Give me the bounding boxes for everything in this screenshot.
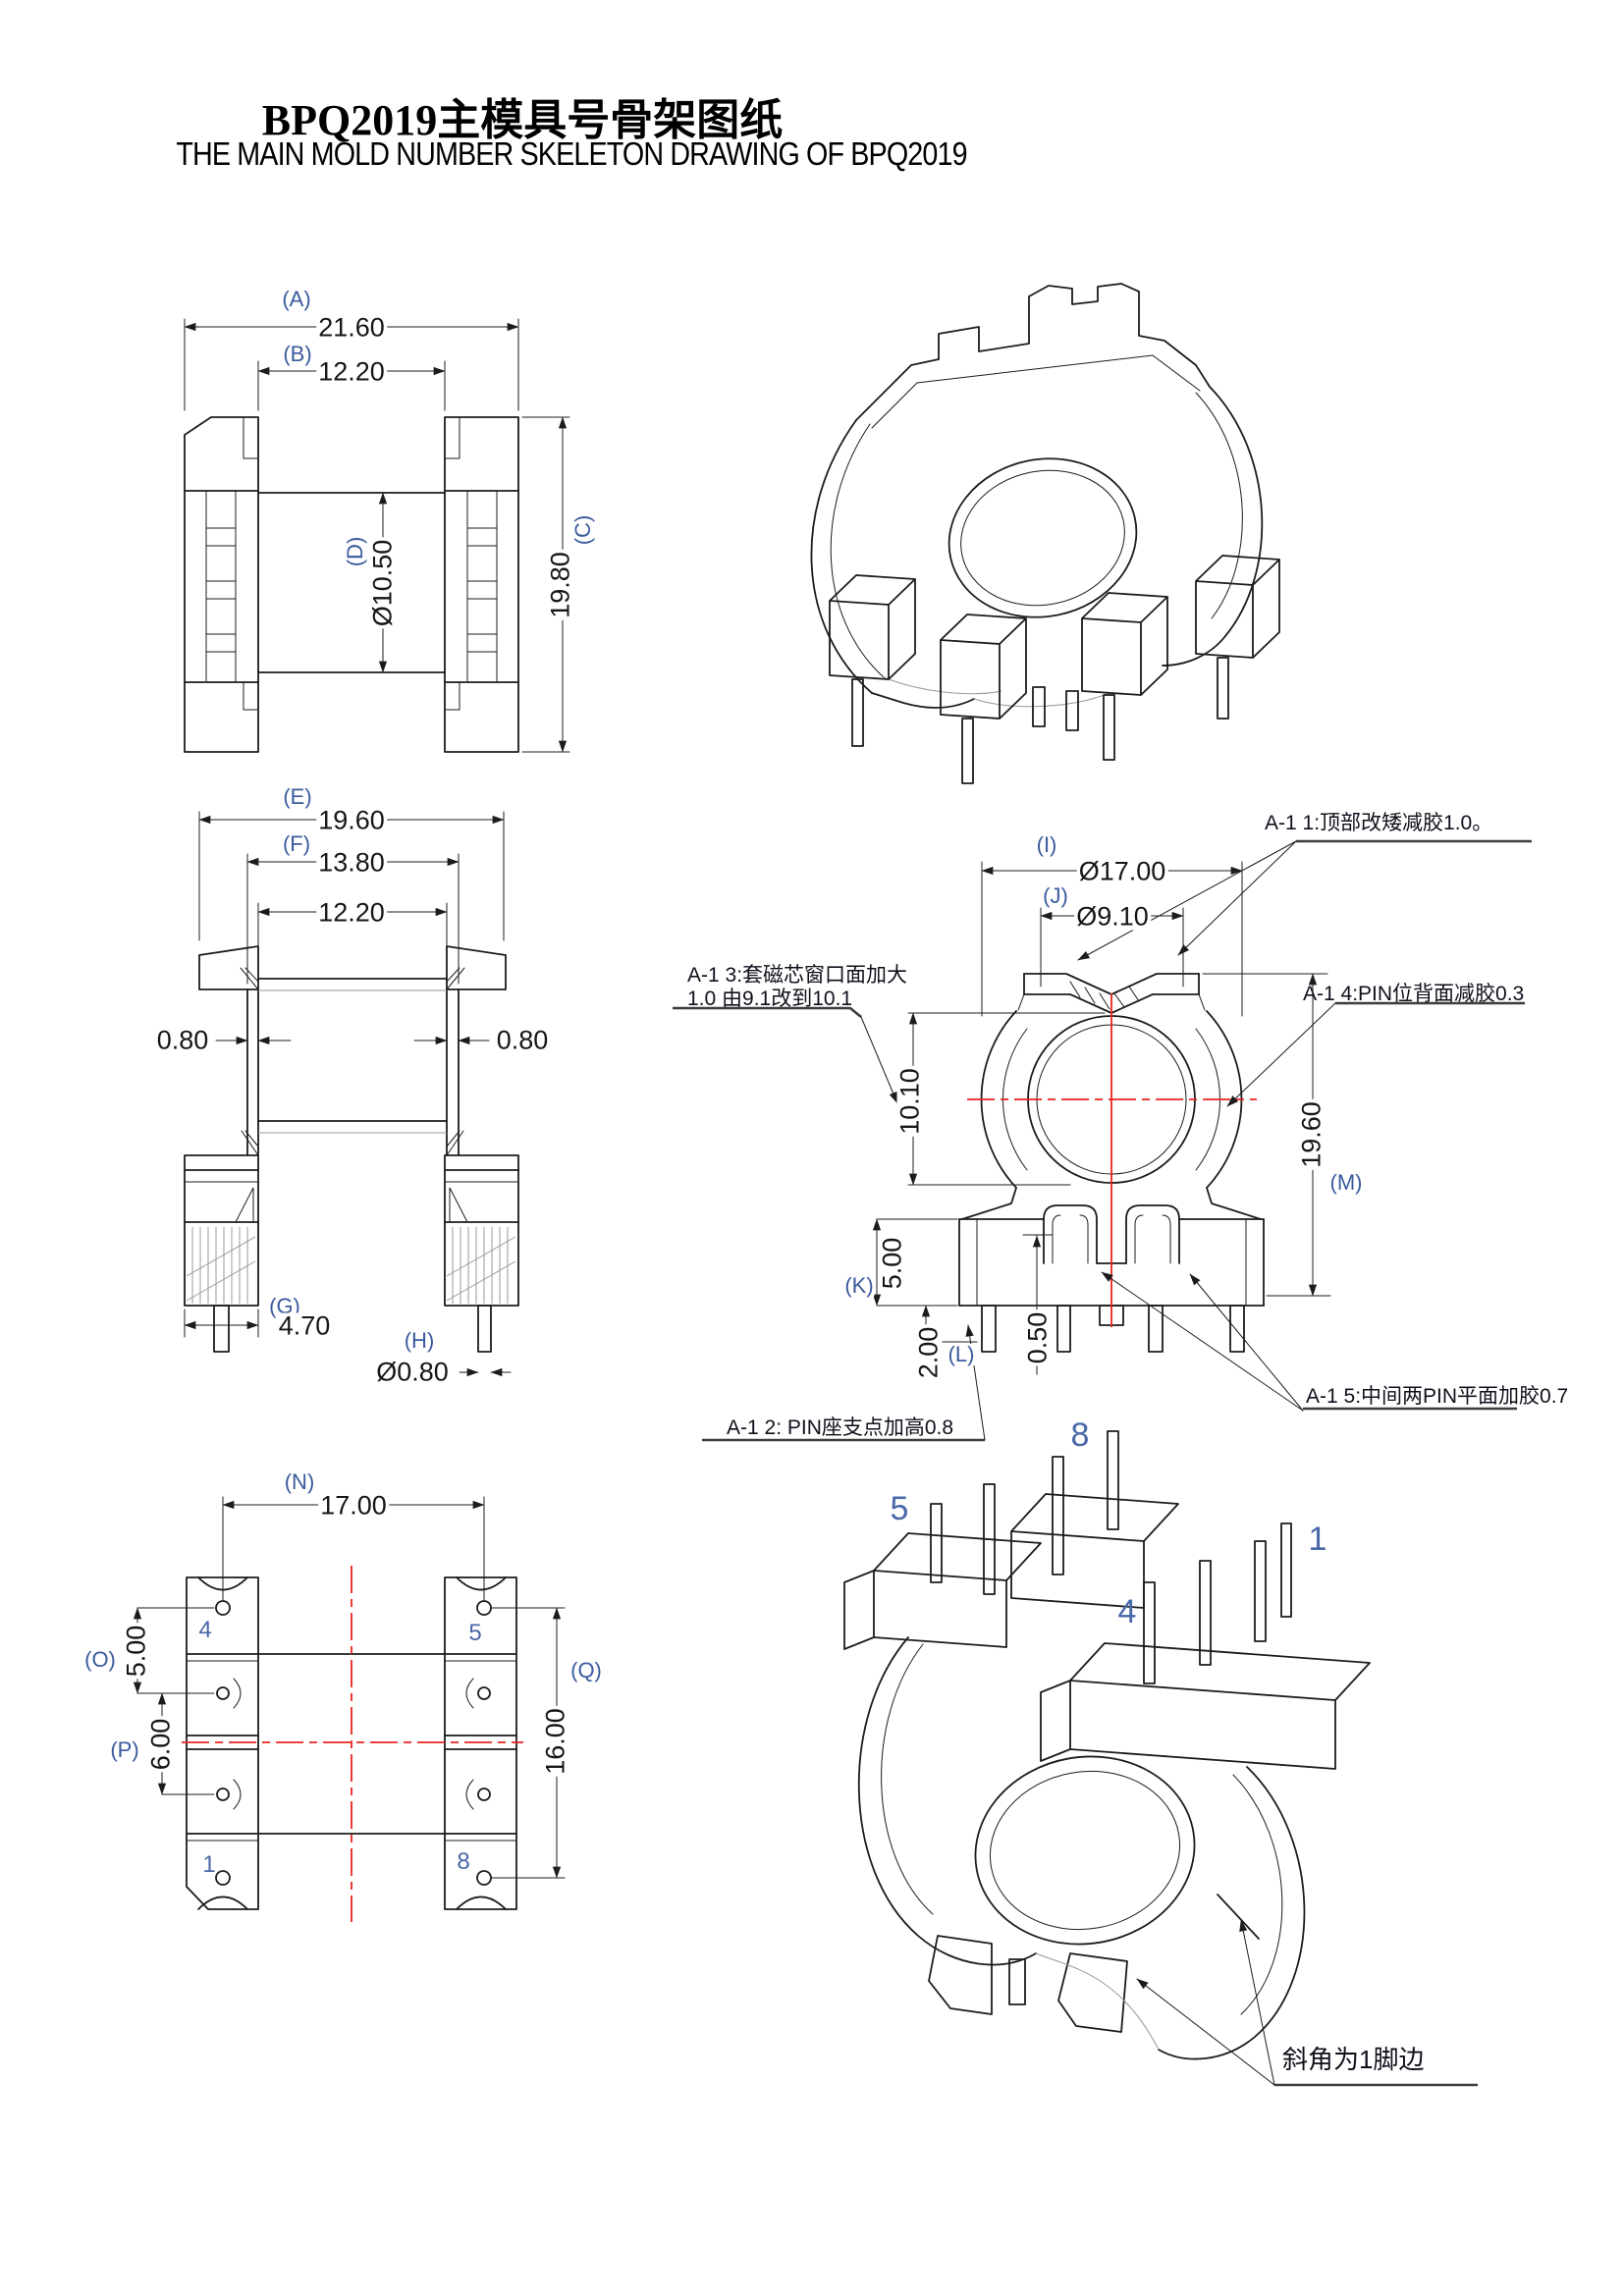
- front-view-geometry: [184, 416, 519, 753]
- dim-label-q: (Q): [569, 1658, 603, 1682]
- dim-value-step: 0.50: [1022, 1309, 1053, 1366]
- dim-label-d: (D): [343, 535, 367, 568]
- dim-label-n: (N): [283, 1469, 316, 1494]
- dim-value-window-height: 10.10: [894, 1066, 925, 1137]
- dim-value-f: 13.80: [316, 847, 387, 878]
- dim-value-o: 5.00: [121, 1623, 151, 1680]
- pin-number-4: 4: [198, 1617, 212, 1643]
- side-view-geometry: [184, 945, 519, 1353]
- dim-value-m: 19.60: [1296, 1099, 1326, 1170]
- dim-label-m: (M): [1328, 1170, 1364, 1195]
- dim-value-k: 5.00: [877, 1235, 907, 1292]
- dim-value-g: 4.70: [276, 1310, 333, 1341]
- dim-value-h: Ø0.80: [374, 1357, 451, 1387]
- iso-pin-number-5: 5: [890, 1490, 909, 1527]
- dim-value-c: 19.80: [545, 550, 575, 620]
- dim-value-d: Ø10.50: [367, 537, 398, 629]
- page-title: BPQ2019主模具号骨架图纸: [261, 96, 784, 144]
- iso-pin-number-1: 1: [1308, 1521, 1327, 1558]
- dim-label-l: (L): [947, 1342, 976, 1366]
- dim-label-i: (I): [1035, 832, 1058, 857]
- dim-value-window: 12.20: [316, 897, 387, 928]
- dim-label-k: (K): [843, 1273, 875, 1298]
- chamfer-note: 斜角为1脚边: [1282, 2045, 1425, 2074]
- annotation-a1-3-line1: A-1 3:套磁芯窗口面加大: [687, 964, 908, 987]
- dim-value-j: Ø9.10: [1074, 901, 1151, 932]
- annotation-a1-3-line2: 1.0 由9.1改到10.1: [687, 988, 853, 1010]
- pin-number-5: 5: [468, 1620, 482, 1646]
- dim-value-n: 17.00: [318, 1490, 389, 1521]
- dim-label-h: (H): [403, 1328, 436, 1353]
- section-view-geometry: [958, 973, 1265, 1353]
- chamfer-note-leaders: [1136, 1919, 1478, 2087]
- dim-label-p: (P): [109, 1737, 140, 1762]
- dim-value-p: 6.00: [145, 1716, 176, 1773]
- dim-label-b: (B): [282, 342, 313, 366]
- annotation-a1-4: A-1 4:PIN位背面减胶0.3: [1303, 983, 1525, 1005]
- iso-pin-number-8: 8: [1070, 1416, 1090, 1454]
- iso-bottom-view-geometry: [843, 1430, 1371, 2060]
- page-subtitle: THE MAIN MOLD NUMBER SKELETON DRAWING OF…: [176, 135, 967, 172]
- dim-label-j: (J): [1042, 883, 1069, 908]
- pin-number-8: 8: [457, 1848, 470, 1875]
- pin-number-1: 1: [202, 1851, 216, 1878]
- iso-top-view-geometry: [810, 283, 1280, 784]
- dim-value-q: 16.00: [540, 1706, 570, 1777]
- dim-label-o: (O): [83, 1647, 117, 1672]
- annotation-a1-1: A-1 1:顶部改矮减胶1.0。: [1265, 812, 1493, 834]
- side-view-dimensions: [184, 811, 512, 1377]
- dim-label-a: (A): [281, 287, 312, 311]
- dim-label-e: (E): [282, 784, 313, 809]
- dim-value-e: 19.60: [316, 805, 387, 835]
- dim-value-wall-right: 0.80: [494, 1025, 551, 1055]
- bottom-view-geometry: [182, 1566, 523, 1922]
- dim-value-l: 2.00: [913, 1324, 944, 1381]
- dim-value-a: 21.60: [316, 312, 387, 343]
- dim-label-g: (G): [268, 1294, 301, 1318]
- dim-label-f: (F): [281, 831, 312, 856]
- iso-pin-number-4: 4: [1117, 1593, 1137, 1630]
- annotation-a1-5: A-1 5:中间两PIN平面加胶0.7: [1306, 1385, 1569, 1408]
- dim-value-i: Ø17.00: [1076, 856, 1168, 886]
- annotation-a1-2: A-1 2: PIN座支点加高0.8: [727, 1416, 954, 1439]
- annotation-leaders: [673, 839, 1532, 1442]
- dim-value-wall-left: 0.80: [154, 1025, 211, 1055]
- dim-label-c: (C): [570, 513, 595, 547]
- section-view-dimensions: [872, 861, 1331, 1375]
- dim-value-b: 12.20: [316, 356, 387, 387]
